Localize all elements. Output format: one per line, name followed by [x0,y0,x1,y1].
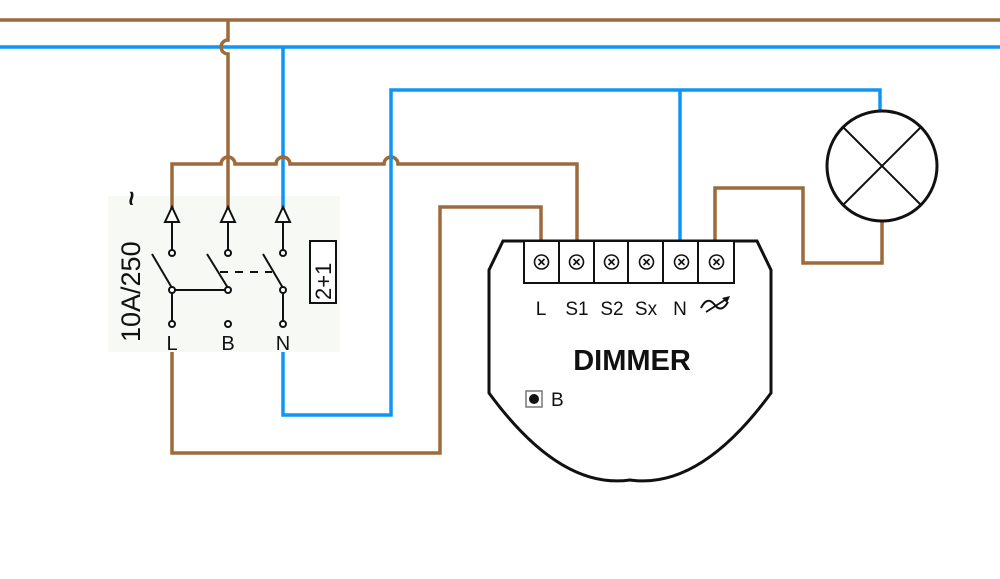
lamp-icon [825,109,939,223]
dimmer-terminal-sx: Sx [635,299,658,320]
wire-neutral-to-lamp [281,88,882,417]
arrow-icon [274,204,292,257]
dimmer-button-label: B [551,390,564,411]
dimmer-body [487,239,773,483]
dimmer-terminal-l: L [536,299,547,320]
wire-dimmer-output-to-lamp [713,186,884,265]
terminal-screw-icon [603,254,620,270]
switch-symbol [151,204,292,328]
switch-terminal-n: N [276,333,290,355]
ac-symbol-icon: ~ [116,191,146,206]
dimmed-output-icon [700,296,730,313]
dimmer-terminal-s2: S2 [600,299,623,320]
switch-config-box [309,240,337,304]
wire-switch-l-to-dimmer-s1 [170,155,579,241]
wire-live-to-switch-b [219,20,230,210]
terminal-screw-icon [568,254,585,270]
terminal-screw-icon [673,254,690,270]
wire-switch-l-to-dimmer-l [170,205,543,455]
dimmer-label: DIMMER [573,345,691,377]
button-dot-icon [529,394,539,404]
terminal-screw-icon [533,254,550,270]
switch-rating-label: 10A/250 [116,241,146,342]
dimmer-terminal-block [523,240,735,284]
arrow-icon [219,204,237,257]
switch-config-label: 2+1 [311,263,336,300]
dimmer-terminal-n: N [673,299,687,320]
arrow-icon [163,204,181,257]
terminal-screw-icon [638,254,655,270]
switch-terminal-b: B [221,333,234,355]
dimmer-terminal-s1: S1 [565,299,588,320]
switch-terminal-l: L [166,333,177,355]
terminal-screw-icon [708,254,725,270]
